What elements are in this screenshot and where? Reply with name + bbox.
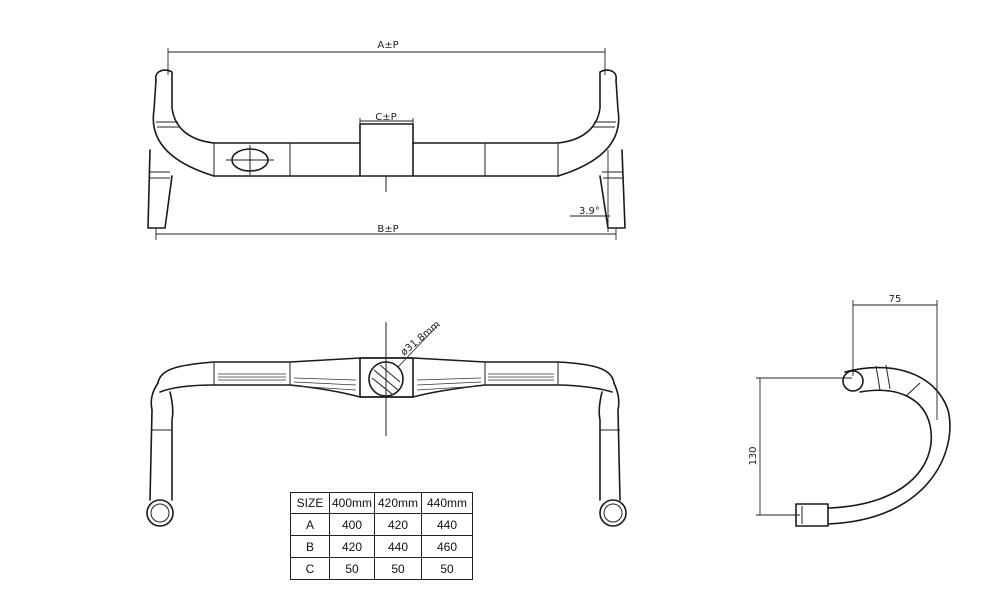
- table-row: A 400 420 440: [290, 513, 473, 536]
- size-table-header: 420mm: [374, 492, 422, 514]
- dimension-label-c: C±P: [375, 112, 396, 123]
- side-view: 75 130: [748, 294, 951, 527]
- front-view: A±P C±P: [147, 40, 626, 240]
- reach-label: 75: [889, 294, 902, 305]
- size-table-cell: C: [290, 557, 330, 580]
- size-table-cell: 460: [421, 535, 473, 558]
- size-table-header: SIZE: [290, 492, 330, 514]
- size-table-cell: 50: [374, 557, 422, 580]
- size-table-cell: 400: [329, 513, 375, 536]
- size-table-header-row: SIZE 400mm 420mm 440mm: [290, 492, 473, 514]
- bar-end: [795, 503, 829, 527]
- drop-label: 130: [748, 446, 759, 465]
- size-table-cell: A: [290, 513, 330, 536]
- size-table-cell: 50: [421, 557, 473, 580]
- size-table-cell: 440: [421, 513, 473, 536]
- table-row: C 50 50 50: [290, 557, 473, 580]
- size-table: SIZE 400mm 420mm 440mm A 400 420 440 B 4…: [290, 492, 473, 580]
- size-table-cell: 420: [329, 535, 375, 558]
- flare-angle-label: 3.9°: [579, 206, 600, 217]
- clamp-area: [359, 123, 414, 177]
- dimension-label-a: A±P: [377, 40, 398, 51]
- clamp-diameter-label: ø31.8mm: [399, 319, 443, 358]
- dimension-label-b: B±P: [377, 224, 398, 235]
- size-table-header: 440mm: [421, 492, 473, 514]
- size-table-cell: B: [290, 535, 330, 558]
- size-table-cell: 50: [329, 557, 375, 580]
- table-row: B 420 440 460: [290, 535, 473, 558]
- clamp-section-circle: [368, 361, 404, 397]
- size-table-cell: 420: [374, 513, 422, 536]
- size-table-cell: 440: [374, 535, 422, 558]
- size-table-header: 400mm: [329, 492, 375, 514]
- grip-hatching: [218, 373, 554, 391]
